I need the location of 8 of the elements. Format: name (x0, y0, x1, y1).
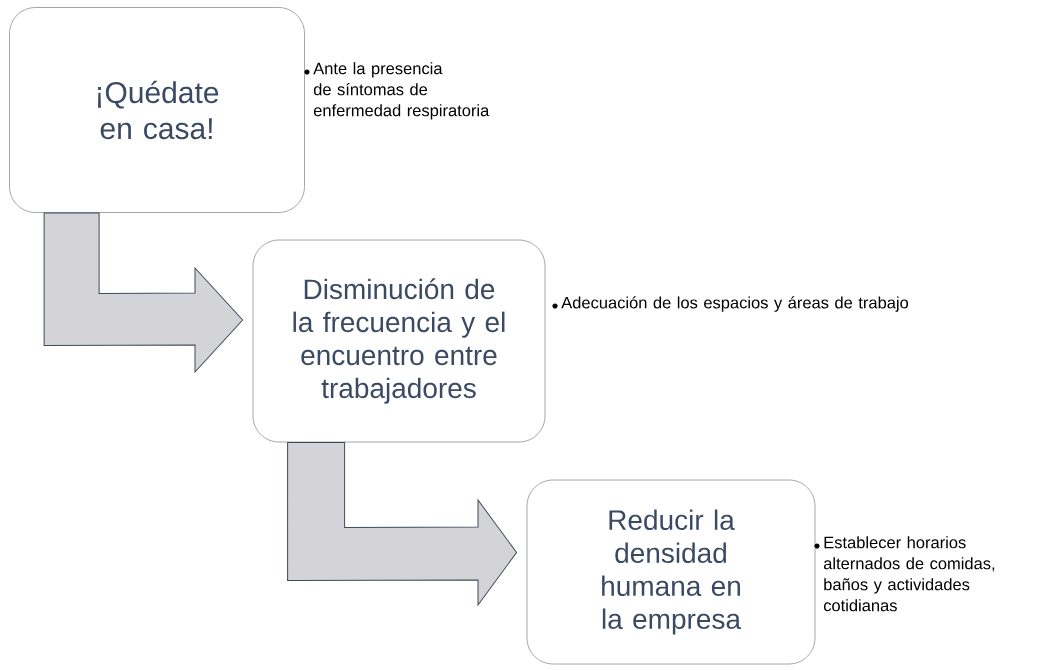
bent-arrow (287, 441, 518, 606)
bullet-text: Establecer horarios alternados de comidas, baños y actividades cotidianas (823, 536, 995, 612)
process-box: Reducir la densidad humana en la empresa (526, 479, 816, 665)
process-box: Disminución de la frecuencia y el encuentro entre trabajadores (252, 239, 546, 443)
bullet-text: Ante la presencia de síntomas de enfermedad respiratoria (313, 62, 490, 120)
bullet-text: Adecuación de los espacios y áreas de trabajo (561, 296, 909, 312)
process-box: ¡Quédate en casa! (9, 7, 305, 213)
bent-arrow (43, 212, 244, 373)
